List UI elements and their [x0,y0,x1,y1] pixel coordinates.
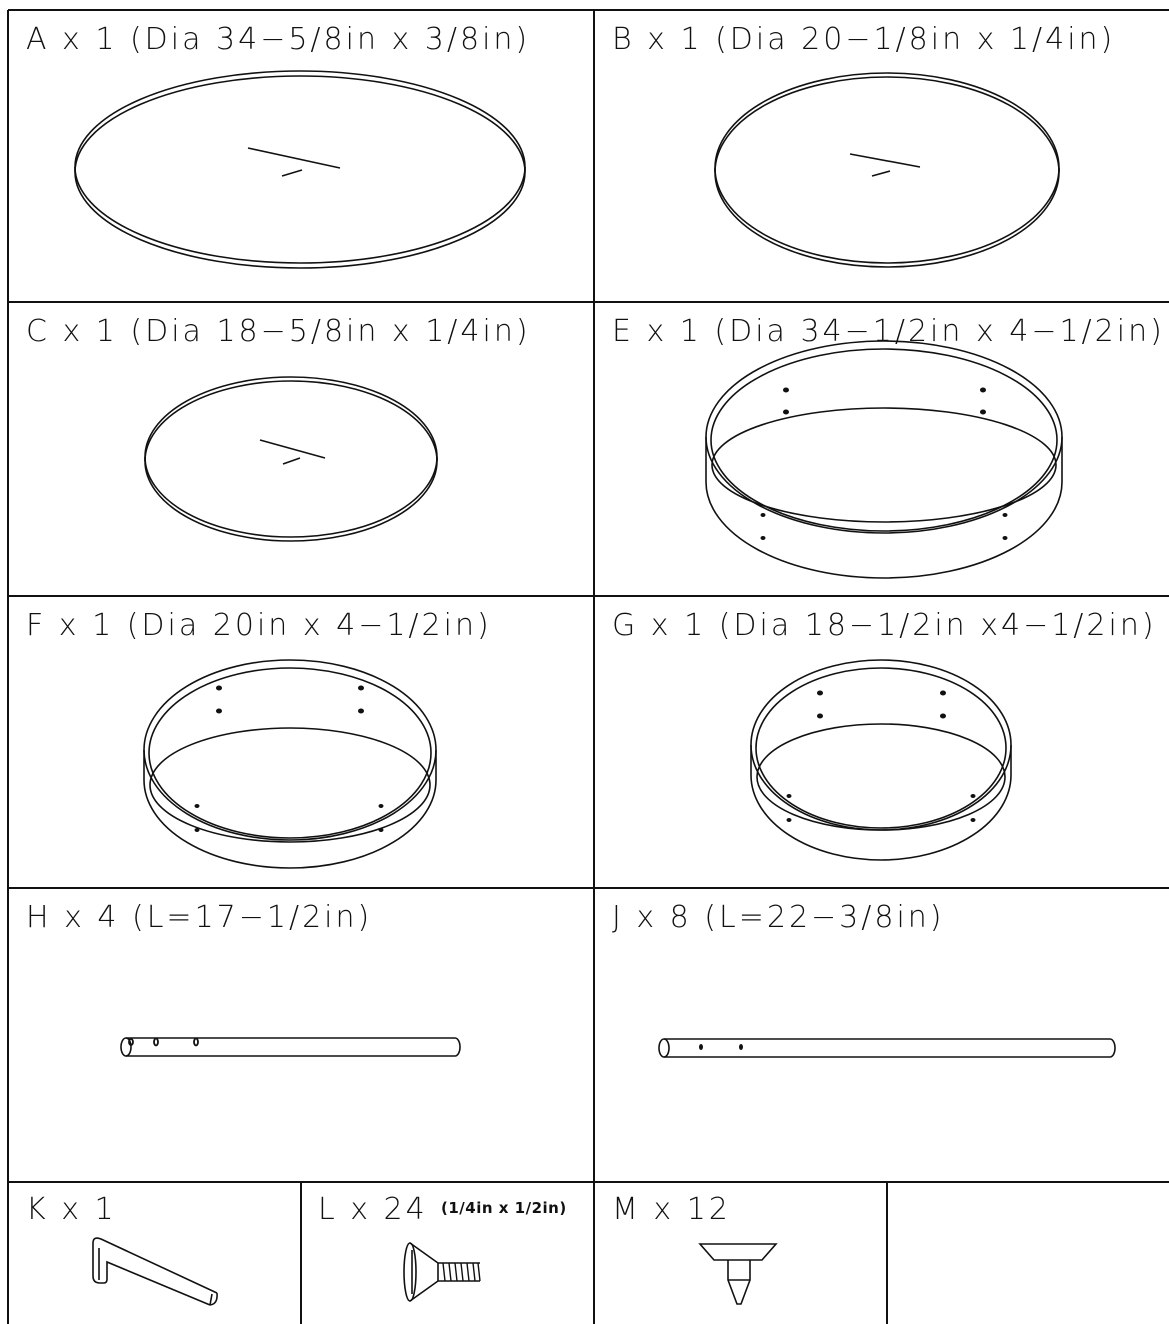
grid-lines [7,9,1169,1324]
part-f-label: F x 1 (Dia 20in x 4−1/2in) [26,608,492,643]
part-l-size: (1/4in x 1/2in) [441,1199,567,1217]
part-m-label: M x 12 [612,1192,731,1227]
part-b-label: B x 1 (Dia 20−1/8in x 1/4in) [612,22,1116,57]
part-j-tube-drawing [658,1038,1116,1058]
part-c-disc-drawing [144,376,438,542]
part-l-bolt-drawing [403,1242,481,1302]
part-m-foot-drawing [698,1243,778,1305]
part-h-label: H x 4 (L=17−1/2in) [26,900,373,935]
part-e-ring-drawing [705,340,1063,579]
part-c-label: C x 1 (Dia 18−5/8in x 1/4in) [26,314,531,349]
part-h-tube-drawing [120,1037,461,1057]
part-g-label: G x 1 (Dia 18−1/2in x4−1/2in) [612,608,1157,643]
part-b-disc-drawing [714,72,1060,268]
part-l-label: L x 24 [318,1192,428,1227]
part-e-label: E x 1 (Dia 34−1/2in x 4−1/2in) [612,314,1165,349]
part-k-allen-key-drawing [92,1237,218,1306]
part-f-ring-drawing [143,659,437,869]
part-j-label: J x 8 (L=22−3/8in) [612,900,945,935]
part-a-label: A x 1 (Dia 34−5/8in x 3/8in) [26,22,531,57]
part-g-ring-drawing [750,659,1012,861]
part-a-disc-drawing [74,70,526,269]
part-k-label: K x 1 [26,1192,117,1227]
